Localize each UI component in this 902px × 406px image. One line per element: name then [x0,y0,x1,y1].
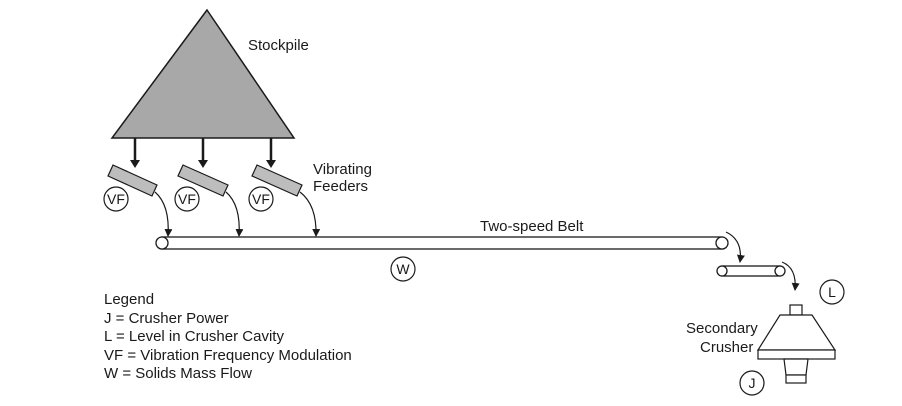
discharge-arrowhead [130,160,140,168]
w-tag: W [396,261,410,277]
legend-item-mass-flow: W = Solids Mass Flow [104,365,252,383]
vf-tag-3: VF [252,191,270,207]
legend: Legend J = Crusher Power L = Level in Cr… [104,291,352,384]
w-circle [390,256,416,282]
legend-item-vibration: VF = Vibration Frequency Modulation [104,346,352,364]
l-circle [819,279,845,305]
vf-circle-1 [103,186,129,212]
vibrating-feeder-2 [177,164,229,197]
feeder-3-discharge-arrow [299,191,321,237]
discharge-arrowhead [198,160,208,168]
discharge-arrowhead [266,160,276,168]
j-tag: J [749,375,756,391]
belt-discharge-arrow [725,231,745,263]
crusher-feed-arrow [781,261,800,291]
secondary-crusher [756,304,837,384]
short-conveyor [721,265,781,277]
short-conveyor-pulley-left [716,265,728,277]
vibrating-feeder-3 [251,164,303,197]
two-speed-belt [161,236,723,250]
vibrating-feeders-label-line1: Vibrating [313,161,372,178]
belt-pulley-right [715,236,729,250]
secondary-crusher-label-line2: Crusher [700,339,753,356]
l-tag: L [828,284,836,300]
vf-circle-2 [174,186,200,212]
vibrating-feeder-1 [107,164,158,197]
stockpile-triangle [110,8,296,139]
vf-tag-2: VF [178,191,196,207]
belt-label: Two-speed Belt [480,218,584,235]
stockpile-label: Stockpile [248,37,309,54]
legend-title: Legend [104,291,155,308]
secondary-crusher-label-line1: Secondary [686,320,758,337]
belt-pulley-left [155,236,169,250]
vibrating-feeders-label-line2: Feeders [313,178,368,195]
legend-item-crusher-power: J = Crusher Power [104,309,229,327]
j-circle [739,370,765,396]
vf-circle-3 [248,186,274,212]
legend-item-level: L = Level in Crusher Cavity [104,328,284,346]
feeder-2-discharge-arrow [225,191,244,237]
feeder-1-discharge-arrow [154,191,173,237]
stockpile-discharge-arrows [133,138,273,163]
short-conveyor-pulley-right [774,265,786,277]
vf-tag-1: VF [107,191,125,207]
